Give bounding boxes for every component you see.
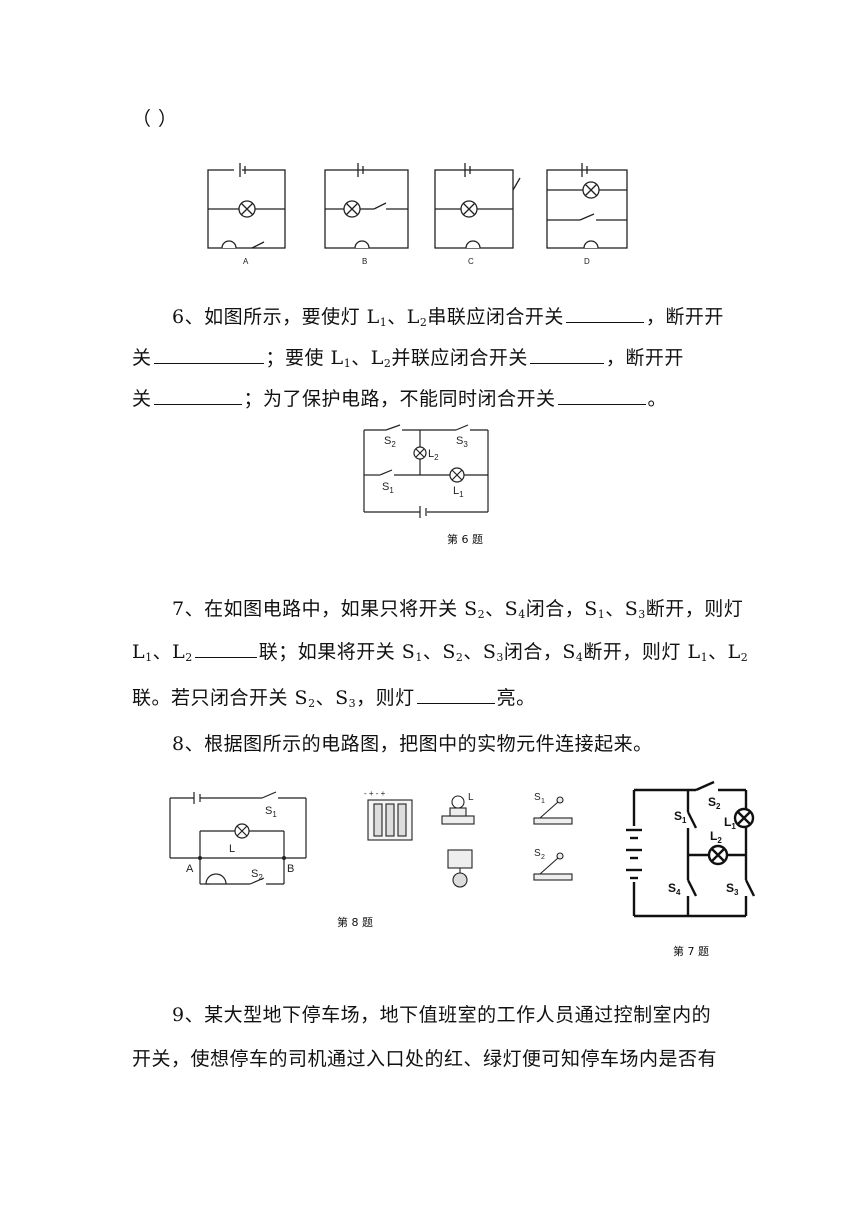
q7-caption: 第 7 题 (673, 945, 709, 958)
q7-line-1: 7、在如图电路中，如果只将开关 S2、S4闭合，S1、S3断开，则灯 (172, 598, 744, 621)
svg-text:S3: S3 (456, 435, 468, 449)
q8-caption: 第 8 题 (337, 916, 373, 929)
svg-text:1: 1 (541, 798, 545, 805)
svg-text:S1: S1 (265, 805, 277, 819)
q6-circuit-figure: S2 S3 L2 S1 L1 (363, 424, 489, 518)
option-label-b: B (362, 257, 367, 266)
q7-blank-2[interactable] (416, 685, 495, 704)
q6-line-2: 关；要使 L1、L2并联应闭合开关，断开开 (132, 345, 684, 370)
svg-text:S3: S3 (726, 881, 739, 897)
svg-text:S1: S1 (674, 809, 687, 825)
option-label-d: D (584, 257, 590, 266)
svg-text:S2: S2 (384, 435, 396, 449)
svg-text:S: S (534, 848, 541, 859)
q6-blank-2[interactable] (153, 345, 264, 364)
svg-text:S2: S2 (251, 868, 263, 882)
option-label-c: C (468, 257, 474, 266)
q8-circuit-figure: S1 L A B S2 (169, 791, 307, 885)
q6-line-3: 关；为了保护电路，不能同时闭合开关。 (132, 386, 668, 410)
q7-circuit-figure: S2 S1 L1 L2 S4 S3 (626, 780, 756, 918)
svg-text:S2: S2 (708, 795, 721, 811)
option-label-a: A (243, 257, 249, 266)
svg-text:2: 2 (541, 854, 545, 861)
svg-text:L: L (229, 843, 235, 855)
q7-line-3: 联。若只闭合开关 S2、S3，则灯亮。 (132, 685, 536, 710)
svg-text:A: A (186, 863, 194, 875)
svg-text:L2: L2 (710, 829, 722, 845)
buzzer-icon (447, 849, 473, 888)
q6-blank-1[interactable] (565, 304, 644, 323)
svg-text:- + - +: - + - + (364, 789, 386, 798)
battery-pack-icon: - + - + (364, 789, 413, 841)
svg-text:S1: S1 (382, 481, 394, 495)
svg-text:S: S (534, 792, 541, 803)
q9-line-1: 9、某大型地下停车场，地下值班室的工作人员通过控制室内的 (172, 1004, 712, 1026)
svg-text:L: L (468, 792, 474, 803)
q7-blank-1[interactable] (194, 639, 257, 658)
q6-caption: 第 6 题 (447, 533, 483, 546)
answer-parentheses: （ ） (132, 108, 178, 130)
option-circuits-figure: A B C D (207, 163, 628, 266)
svg-text:B: B (287, 863, 294, 875)
q6-blank-4[interactable] (153, 386, 242, 405)
svg-text:L1: L1 (453, 485, 464, 499)
q6-text: 6、如图所示，要使灯 L (172, 306, 380, 328)
q6-blank-5[interactable] (557, 386, 646, 405)
q6-blank-3[interactable] (529, 345, 604, 364)
q6-line-1: 6、如图所示，要使灯 L1、L2串联应闭合开关，断开开 (172, 304, 724, 329)
q8-text: 8、根据图所示的电路图，把图中的实物元件连接起来。 (172, 733, 653, 755)
svg-text:S4: S4 (668, 881, 681, 897)
q9-line-2: 开关，使想停车的司机通过入口处的红、绿灯便可知停车场内是否有 (132, 1048, 718, 1070)
lamp-holder-icon: L (441, 792, 475, 825)
svg-text:L2: L2 (428, 448, 439, 462)
